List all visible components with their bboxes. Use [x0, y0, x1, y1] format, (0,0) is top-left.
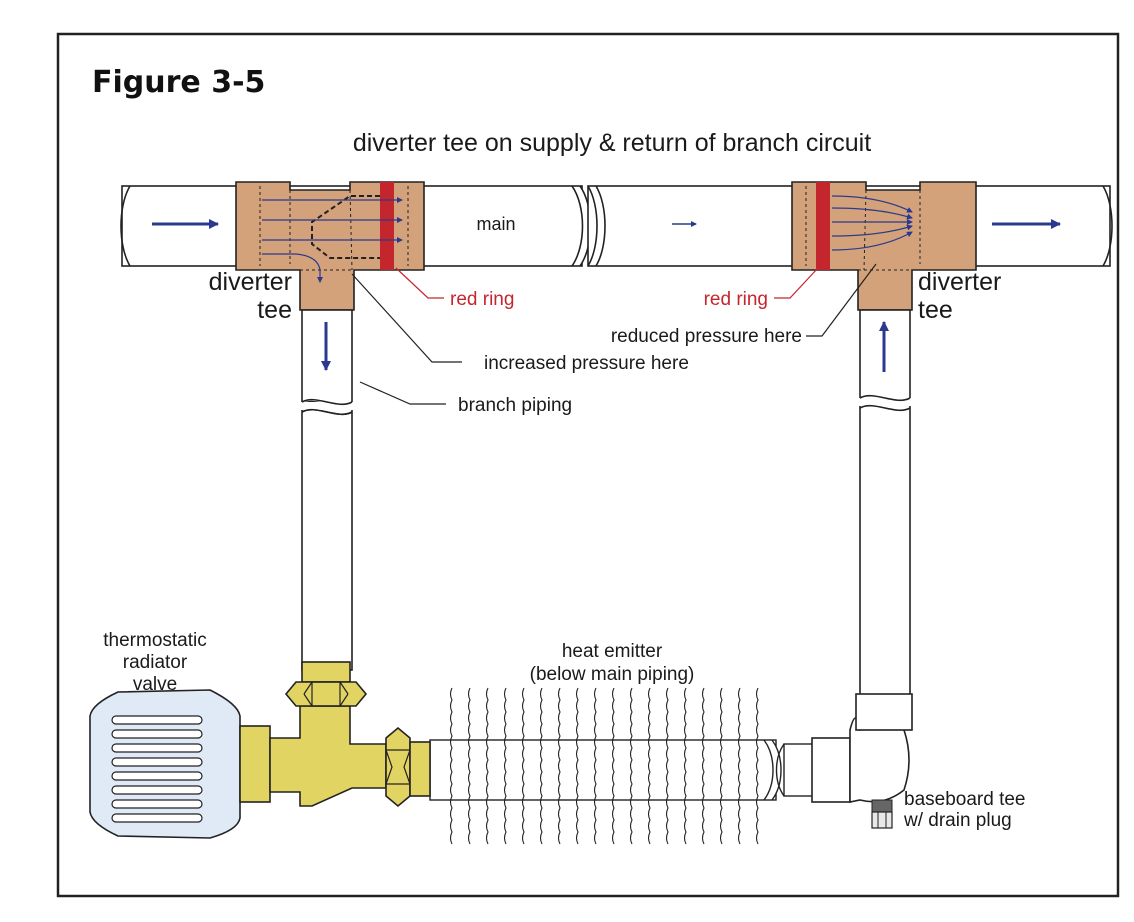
- left-diverter-tee: [235, 181, 425, 311]
- label-emitter-line1: heat emitter: [562, 641, 663, 662]
- emitter-fin: [683, 687, 687, 845]
- emitter-fin: [611, 687, 615, 845]
- emitter-fin: [719, 687, 723, 845]
- left-tee-label-line2: tee: [257, 296, 292, 324]
- drain-plug: [871, 811, 893, 829]
- label-main: main: [476, 214, 515, 234]
- emitter-fin: [629, 687, 633, 845]
- right-diverter-tee: [791, 181, 977, 311]
- label-increased-pressure: increased pressure here: [484, 353, 689, 374]
- emitter-fin: [593, 687, 597, 845]
- figure-caption: diverter tee on supply & return of branc…: [353, 129, 871, 157]
- emitter-fin: [521, 687, 525, 845]
- left-tee-label-line1: diverter: [209, 268, 292, 296]
- label-red-ring-right: red ring: [704, 289, 768, 310]
- label-trv-line2: radiator: [123, 652, 188, 673]
- label-branch-piping: branch piping: [458, 395, 572, 416]
- baseboard-tee: [775, 693, 913, 829]
- label-trv-line3: valve: [133, 674, 177, 695]
- right-branch-pipe: [858, 309, 912, 696]
- right-red-ring: [816, 182, 830, 270]
- emitter-fin: [737, 687, 741, 845]
- valve-head-grip-ribs: [111, 715, 203, 823]
- right-tee-label-line2: tee: [918, 296, 953, 324]
- label-reduced-pressure: reduced pressure here: [611, 326, 802, 347]
- emitter-fin: [557, 687, 561, 845]
- emitter-fin: [503, 687, 507, 845]
- label-trv-line1: thermostatic: [103, 630, 206, 651]
- label-baseboard-line2: w/ drain plug: [903, 810, 1012, 831]
- emitter-fin: [449, 687, 453, 845]
- left-red-ring: [380, 182, 394, 270]
- emitter-fin: [467, 687, 471, 845]
- leader-lines: [351, 263, 877, 405]
- leader-red-ring-left: [395, 267, 444, 299]
- leader-red-ring-right: [774, 267, 819, 299]
- figure-label: Figure 3-5: [92, 65, 265, 100]
- emitter-fin: [647, 687, 651, 845]
- emitter-fin: [575, 687, 579, 845]
- heat-emitter: [429, 687, 782, 845]
- label-red-ring-left: red ring: [450, 289, 514, 310]
- emitter-fin: [665, 687, 669, 845]
- emitter-fin: [485, 687, 489, 845]
- right-tee-label-line1: diverter: [918, 268, 1001, 296]
- label-emitter-line2: (below main piping): [530, 664, 695, 685]
- thermostatic-radiator-valve: [89, 661, 431, 839]
- emitter-fin: [755, 687, 759, 845]
- label-baseboard-line1: baseboard tee: [904, 789, 1026, 810]
- emitter-fin: [539, 687, 543, 845]
- emitter-fin: [701, 687, 705, 845]
